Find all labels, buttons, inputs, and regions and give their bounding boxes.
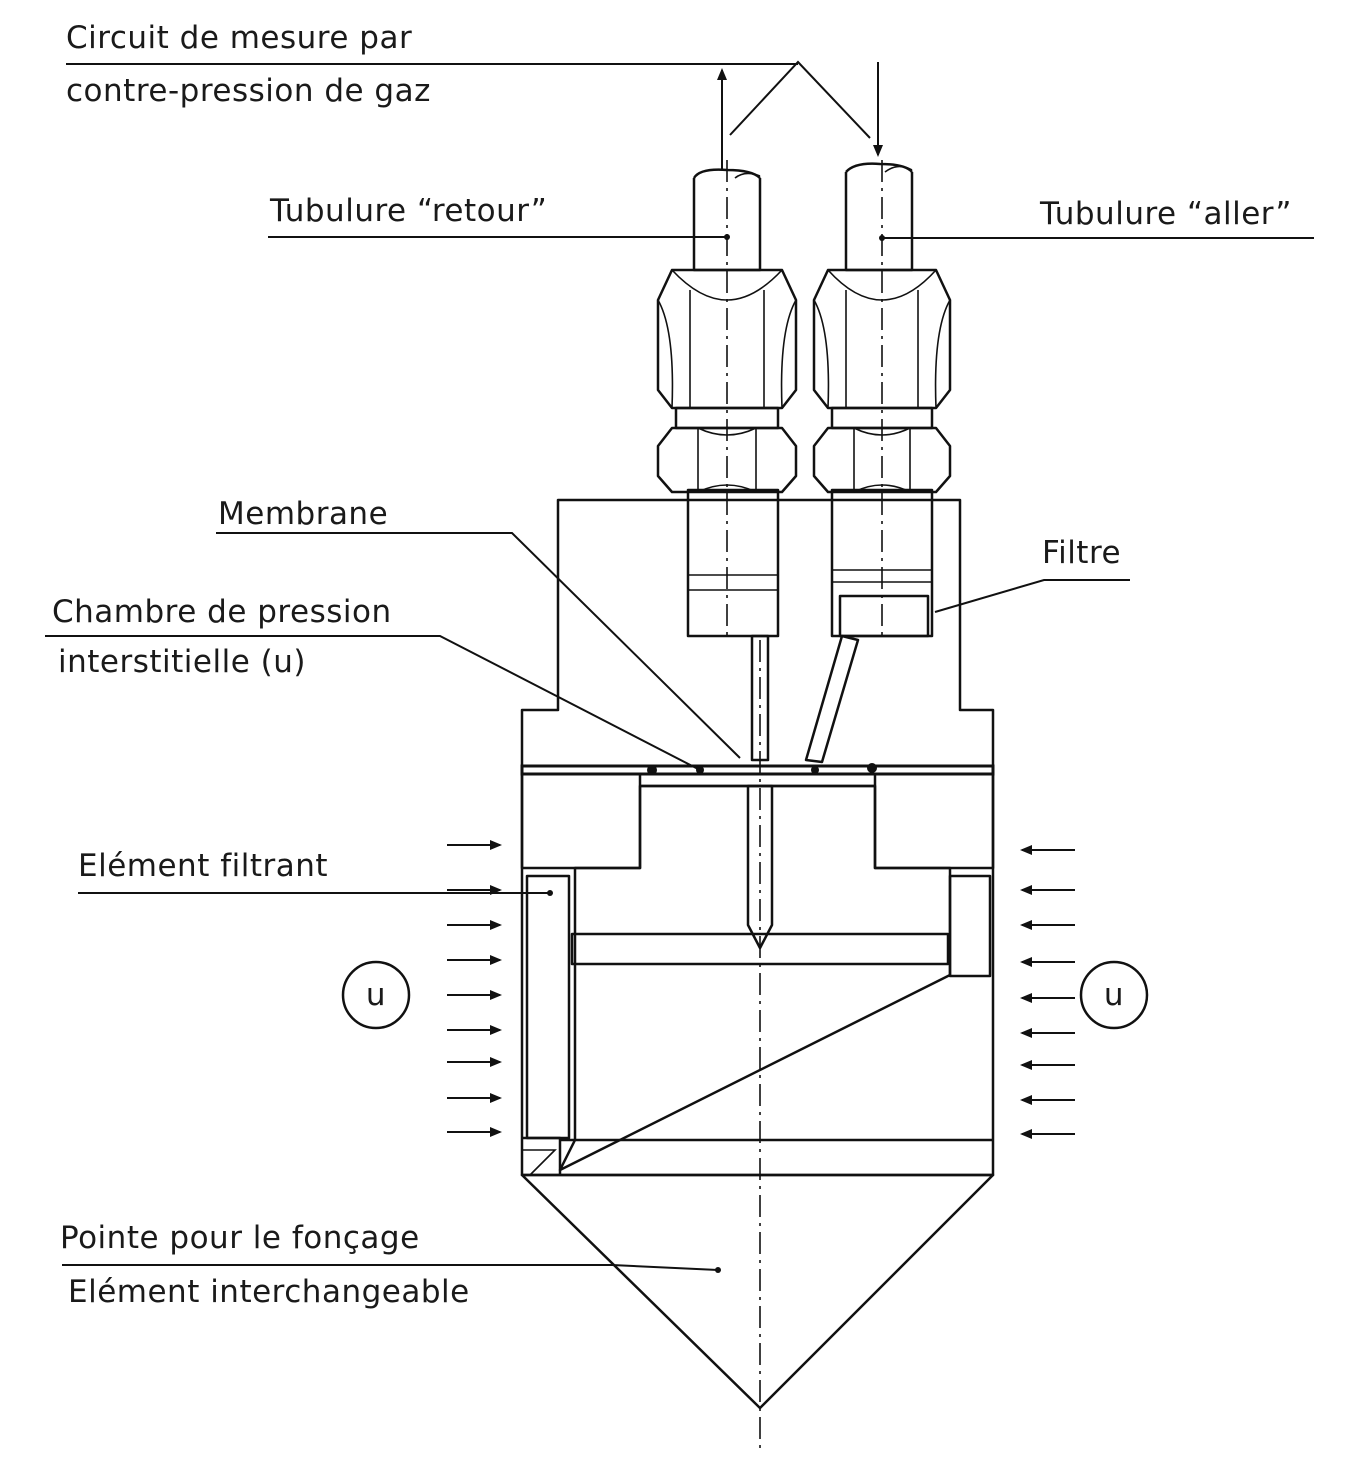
u-circle-left (341, 960, 411, 1030)
element-filtrant-left (525, 874, 571, 1140)
pore-pressure-arrows-right (1020, 845, 1075, 1139)
label-tubulure-aller: Tubulure “aller” (1039, 196, 1292, 232)
label-element-filtrant: Elément filtrant (78, 848, 328, 884)
aller-channel (804, 634, 860, 764)
label-circuit-line2: contre-pression de gaz (66, 73, 431, 109)
u-label-left: u (366, 977, 386, 1013)
label-tubulure-retour: Tubulure “retour” (269, 193, 547, 229)
central-bore (746, 784, 774, 950)
upper-body (520, 488, 995, 772)
pore-pressure-arrows-left (447, 840, 502, 1137)
label-chambre-line1: Chambre de pression (52, 594, 392, 630)
central-core (558, 784, 952, 1172)
retour-bore (686, 488, 780, 638)
lower-body (520, 772, 995, 1177)
pointe-cone (520, 1173, 995, 1410)
u-label-right: u (1104, 977, 1124, 1013)
label-pointe-line2: Elément interchangeable (68, 1274, 470, 1310)
filtre-element (838, 594, 930, 638)
label-circuit-line1: Circuit de mesure par (66, 20, 412, 56)
label-filtre: Filtre (1042, 535, 1121, 571)
u-circle-right (1079, 960, 1149, 1030)
gas-circuit-arrows (717, 60, 883, 170)
label-membrane: Membrane (218, 496, 388, 532)
label-pointe-line1: Pointe pour le fonçage (60, 1220, 420, 1256)
element-filtrant-right (948, 874, 992, 978)
leader-lines (45, 63, 1314, 1273)
label-chambre-line2: interstitielle (u) (58, 644, 306, 680)
